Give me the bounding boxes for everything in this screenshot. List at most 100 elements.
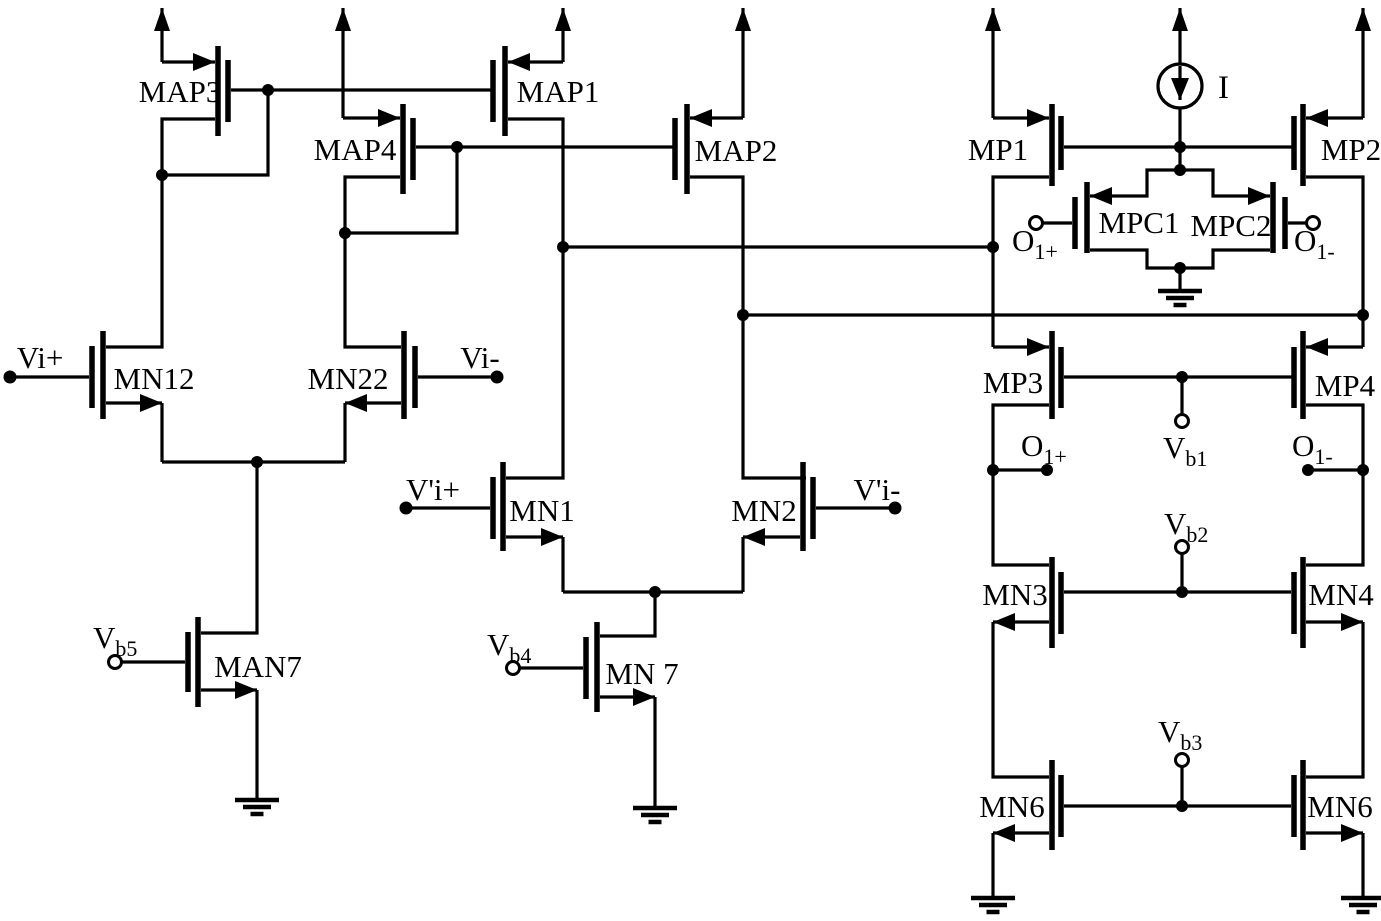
label-mn12: MN12 (114, 361, 195, 396)
open-terminals (107, 215, 1321, 768)
mosfet-mn4 (1291, 557, 1306, 648)
junction-dot (737, 309, 749, 321)
source-arrow-mpc1 (1090, 168, 1180, 205)
label-vb1: Vb1 (1163, 430, 1207, 471)
label-vi-plus: Vi+ (17, 340, 64, 375)
junction-dot (251, 456, 263, 468)
terminal-vb5 (107, 654, 123, 670)
junction-dot (1357, 464, 1369, 476)
label-vb5: Vb5 (93, 620, 137, 661)
mosfet-map4 (400, 104, 416, 194)
label-mpc2: MPC2 (1191, 208, 1272, 243)
junction-dot (339, 227, 351, 239)
labels: MAP3 MAP1 MAP4 MAP2 MN12 MN22 Vi+ Vi- MA… (17, 70, 1381, 824)
terminal-vi-prime-plus-dot (399, 501, 413, 515)
grounds (235, 291, 1381, 912)
junction-dot (262, 84, 274, 96)
label-vb4: Vb4 (487, 627, 531, 668)
mosfet-mpc1 (1072, 182, 1090, 253)
wire (506, 117, 565, 480)
mosfet-mp2 (1291, 104, 1306, 186)
ground-symbol (1158, 291, 1202, 305)
mosfet-mn1 (490, 462, 506, 551)
wire (991, 622, 1049, 779)
junction-dot (156, 169, 168, 181)
mosfet-mpc2 (1270, 182, 1288, 253)
ground-symbol (1341, 898, 1381, 912)
label-mn6-right: MN6 (1307, 789, 1372, 824)
wires (10, 8, 1371, 898)
label-o1-plus-output: O1+ (1021, 428, 1067, 469)
junction-dot (1302, 464, 1314, 476)
junction-dots (3, 84, 1369, 812)
label-mn3: MN3 (982, 577, 1047, 612)
ground-symbol (971, 898, 1015, 912)
mosfet-mn12 (89, 331, 106, 419)
label-o1-plus-gate: O1+ (1012, 223, 1058, 264)
mosfet-mn22 (401, 331, 418, 419)
label-mp2: MP2 (1321, 132, 1381, 167)
label-map1: MAP1 (517, 74, 600, 109)
wire (1180, 248, 1270, 270)
label-current-source: I (1218, 70, 1229, 106)
junction-dot (1174, 141, 1186, 153)
label-vi-minus: Vi- (460, 340, 499, 375)
label-mp1: MP1 (968, 132, 1028, 167)
wire (201, 462, 259, 635)
label-mpc1: MPC1 (1099, 205, 1180, 240)
junction-dot (1357, 309, 1369, 321)
label-map2: MAP2 (695, 133, 778, 168)
ground-symbol (633, 808, 677, 822)
wire (345, 147, 459, 235)
wire (690, 175, 806, 480)
label-mn2: MN2 (731, 493, 796, 528)
terminal-o1-minus-gate (1305, 215, 1321, 231)
mosfet-mn6-left (1049, 760, 1064, 850)
label-mn7: MN 7 (605, 656, 678, 691)
ground-symbol (235, 800, 279, 814)
terminal-o1-plus-gate (1028, 215, 1044, 231)
wire (991, 403, 1049, 567)
mosfet-mp3 (1049, 331, 1064, 419)
wire (1090, 248, 1180, 270)
wire (1306, 403, 1365, 567)
junction-dot (987, 241, 999, 253)
mosfet-map2 (672, 104, 690, 194)
junction-dot (1174, 262, 1186, 274)
terminal-vi-plus-dot (3, 370, 17, 384)
label-vb3: Vb3 (1158, 714, 1202, 755)
junction-dot (1041, 464, 1053, 476)
mosfet-mp4 (1291, 331, 1306, 419)
label-mn4: MN4 (1308, 577, 1374, 612)
terminal-vb2 (1174, 539, 1190, 555)
label-o1-minus-output: O1- (1292, 428, 1333, 469)
terminal-vi-minus-dot (490, 370, 504, 384)
junction-dot (1176, 371, 1188, 383)
label-vi-prime-minus: V'i- (854, 472, 901, 507)
wire (1306, 175, 1365, 347)
label-mn6-left: MN6 (979, 789, 1044, 824)
junction-dot (987, 464, 999, 476)
wire (343, 175, 401, 349)
wire (600, 592, 657, 638)
label-map4: MAP4 (314, 132, 397, 167)
label-man7: MAN7 (214, 649, 302, 684)
mosfet-man7 (185, 617, 201, 707)
wire (1306, 622, 1365, 779)
wire (162, 90, 270, 177)
terminal-vi-prime-minus-dot (888, 501, 902, 515)
mosfet-bodies (89, 46, 1306, 850)
mosfet-mp1 (1049, 104, 1064, 186)
mosfet-mn2 (800, 462, 816, 551)
mosfet-map3 (215, 46, 231, 136)
mosfet-mn6-right (1291, 760, 1306, 850)
terminal-vb4 (505, 660, 521, 676)
label-mp4: MP4 (1315, 368, 1376, 403)
junction-dot (1176, 586, 1188, 598)
wire (991, 175, 1049, 347)
junction-dot (557, 241, 569, 253)
mosfet-mn3 (1049, 557, 1064, 648)
label-map3: MAP3 (139, 74, 222, 109)
wire (106, 117, 215, 349)
